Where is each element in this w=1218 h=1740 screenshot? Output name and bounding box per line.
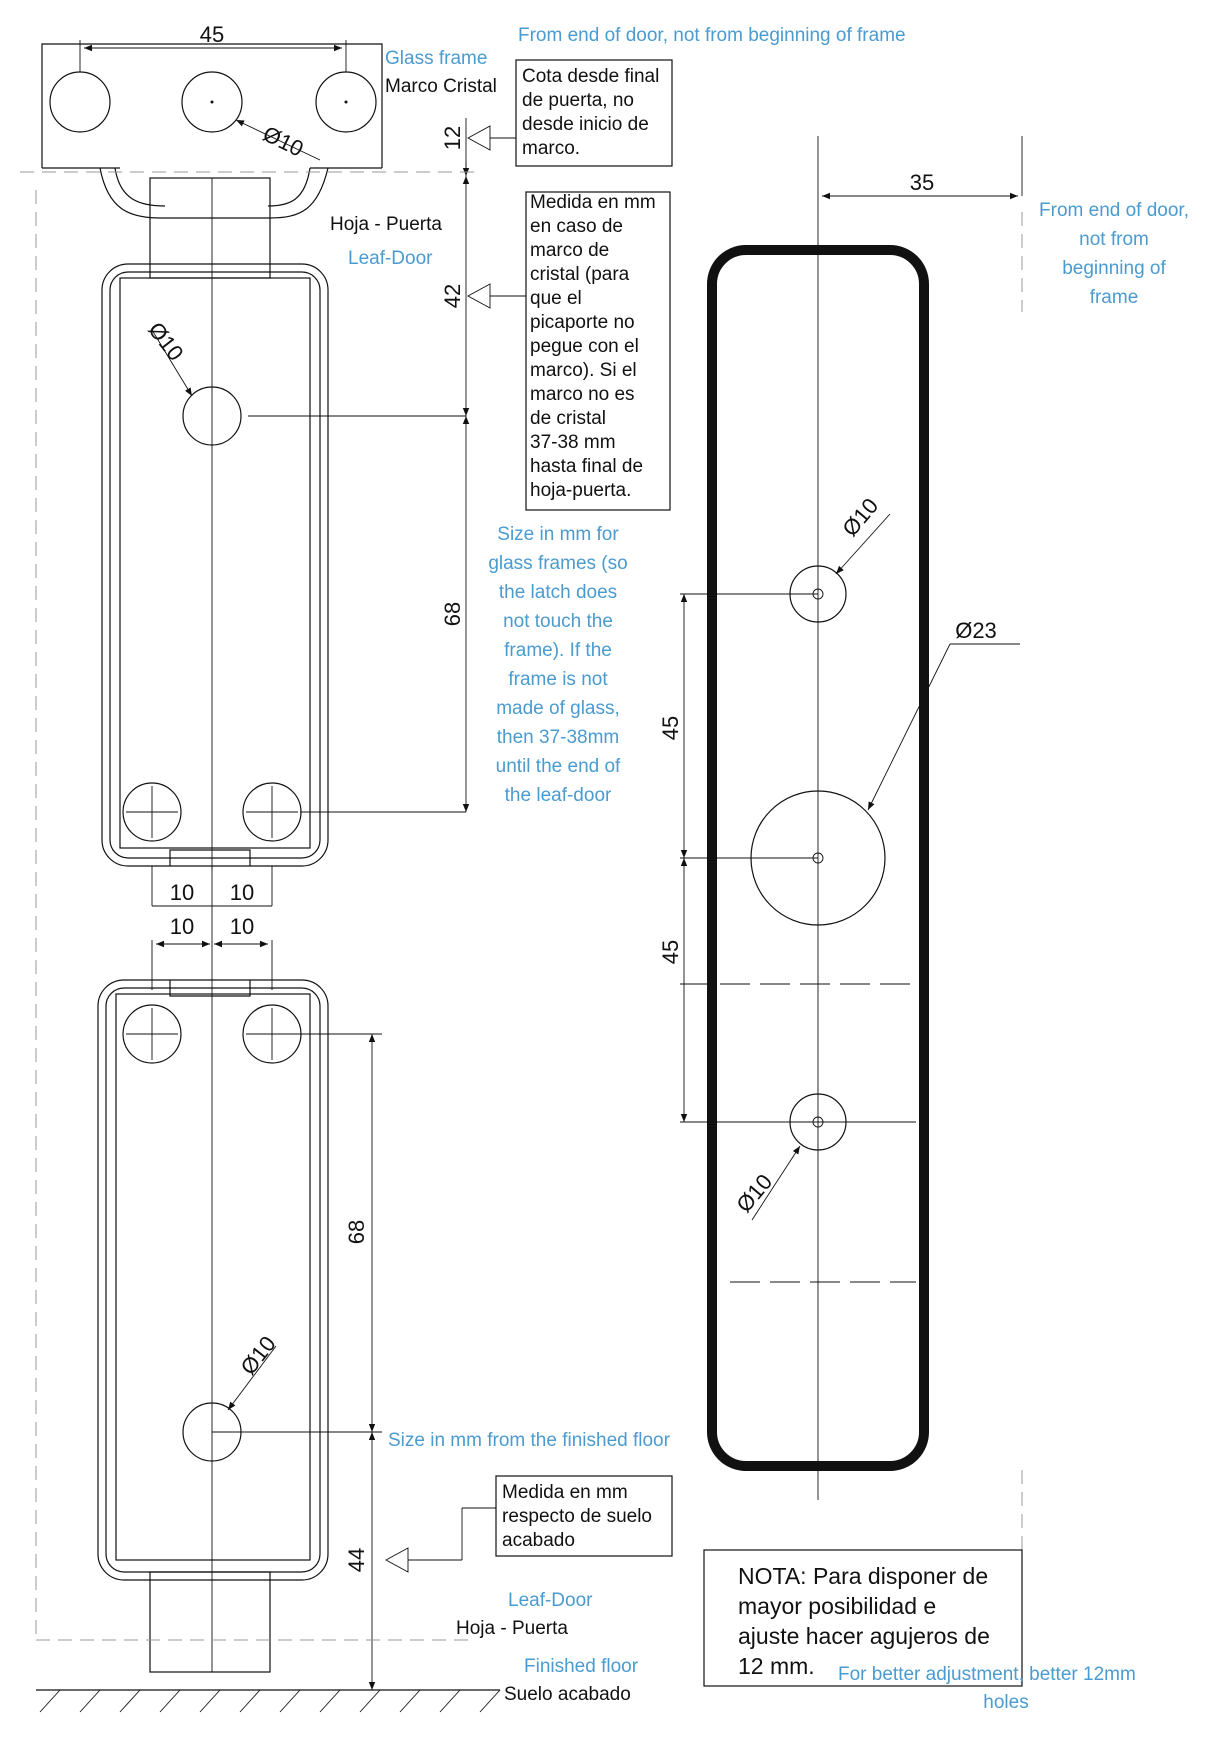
- finished-floor-label-en: Finished floor: [524, 1656, 639, 1677]
- mid-note-en-1: Size in mm for: [497, 524, 619, 545]
- top-dim-45: 45: [200, 22, 224, 47]
- mid-note-es-4: cristal (para: [530, 264, 630, 285]
- dim-45-lower: 45: [658, 940, 683, 964]
- floor-note-box: [495, 1475, 673, 1557]
- nota-line-2: mayor posibilidad e: [738, 1593, 936, 1619]
- right-note-en-3: beginning of: [1062, 258, 1166, 279]
- hollow-arrow-bottom: [385, 1547, 409, 1573]
- nota-en-line-2: holes: [983, 1692, 1028, 1713]
- floor-note-es-2: respecto de suelo: [502, 1506, 652, 1527]
- mid-note-es-8: marco). Si el: [530, 360, 637, 381]
- mid-note-es-12: hasta final de: [530, 456, 643, 477]
- floor-note-en: Size in mm from the finished floor: [388, 1430, 671, 1451]
- right-note-en-2: not from: [1079, 229, 1149, 250]
- floor-note-es-3: acabado: [502, 1530, 575, 1551]
- mid-note-es-13: hoja-puerta.: [530, 480, 631, 501]
- mid-note-en-6: frame is not: [508, 669, 608, 690]
- nota-line-1: NOTA: Para disponer de: [738, 1563, 988, 1589]
- upper-hole-diameter: Ø10: [143, 317, 188, 365]
- mid-note-es-1: Medida en mm: [530, 192, 656, 213]
- mid-note-en-2: glass frames (so: [488, 553, 627, 574]
- mid-note-en-7: made of glass,: [496, 698, 620, 719]
- dim-12: 12: [440, 126, 465, 150]
- top-note-es-line-1: Cota desde final: [522, 66, 659, 87]
- finished-floor-label-es: Suelo acabado: [504, 1684, 631, 1705]
- mid-note-es-3: marco de: [530, 240, 609, 261]
- mid-note-box: [525, 191, 671, 511]
- nota-box: [703, 1549, 1023, 1687]
- dim-68-upper: 68: [440, 602, 465, 626]
- leaf-door-label-es-upper: Hoja - Puerta: [330, 214, 442, 235]
- mid-note-es-7: pegue con el: [530, 336, 639, 357]
- mid-note-es-10: de cristal: [530, 408, 606, 429]
- mid-note-en-8: then 37-38mm: [497, 727, 620, 748]
- mid-note-en-10: the leaf-door: [505, 785, 612, 806]
- hollow-arrow-top: [467, 125, 491, 151]
- dim-44: 44: [344, 1548, 369, 1572]
- leaf-door-label-en-upper: Leaf-Door: [348, 248, 433, 269]
- dim-10-b: 10: [230, 880, 254, 905]
- dim-10-a: 10: [170, 880, 194, 905]
- latch-body-upper: [101, 177, 466, 870]
- nota-line-4: 12 mm.: [738, 1653, 815, 1679]
- dim-68-lower: 68: [344, 1220, 369, 1244]
- mid-note-en-5: frame). If the: [504, 640, 612, 661]
- nota-en-line-1: For better adjustment, better 12mm: [838, 1664, 1136, 1685]
- right-note-en-1: From end of door,: [1039, 200, 1189, 221]
- floor-note-es-1: Medida en mm: [502, 1482, 628, 1503]
- top-hole-diameter: Ø10: [259, 121, 307, 162]
- dim-35: 35: [910, 170, 934, 195]
- top-note-es-line-2: de puerta, no: [522, 90, 634, 111]
- dim-42: 42: [440, 284, 465, 308]
- top-note-es-line-3: desde inicio de: [522, 114, 649, 135]
- latch-body-lower: [35, 190, 470, 1690]
- leaf-door-label-en-lower: Leaf-Door: [508, 1590, 593, 1611]
- lower-hole-diameter: Ø10: [235, 1331, 280, 1379]
- right-bottom-hole-diameter: Ø10: [731, 1169, 777, 1217]
- glass-frame-label-es: Marco Cristal: [385, 76, 497, 97]
- right-plate: [680, 136, 1023, 1680]
- dim-10-c: 10: [170, 914, 194, 939]
- mid-note-en-4: not touch the: [503, 611, 613, 632]
- right-note-en-4: frame: [1090, 287, 1139, 308]
- top-strike-plate: [41, 40, 383, 219]
- top-note-box: [515, 59, 673, 167]
- mid-note-es-5: que el: [530, 288, 582, 309]
- center-hole-diameter: Ø23: [955, 618, 997, 643]
- dim-10-d: 10: [230, 914, 254, 939]
- mid-note-es-9: marco no es: [530, 384, 635, 405]
- mid-note-es-6: picaporte no: [530, 312, 635, 333]
- mid-note-es-2: en caso de: [530, 216, 623, 237]
- dim-45-upper: 45: [658, 716, 683, 740]
- leaf-door-label-es-lower: Hoja - Puerta: [456, 1618, 568, 1639]
- mid-note-es-11: 37-38 mm: [530, 432, 616, 453]
- mid-note-en-3: the latch does: [499, 582, 617, 603]
- glass-frame-label-en: Glass frame: [385, 48, 487, 69]
- floor-hatching: [36, 1689, 501, 1713]
- right-top-hole-diameter: Ø10: [837, 493, 883, 541]
- ten-ten-dims: [151, 866, 273, 990]
- mid-note-en-9: until the end of: [496, 756, 621, 777]
- top-note-en: From end of door, not from beginning of …: [518, 25, 906, 46]
- top-note-es-line-4: marco.: [522, 138, 580, 159]
- nota-line-3: ajuste hacer agujeros de: [738, 1623, 990, 1649]
